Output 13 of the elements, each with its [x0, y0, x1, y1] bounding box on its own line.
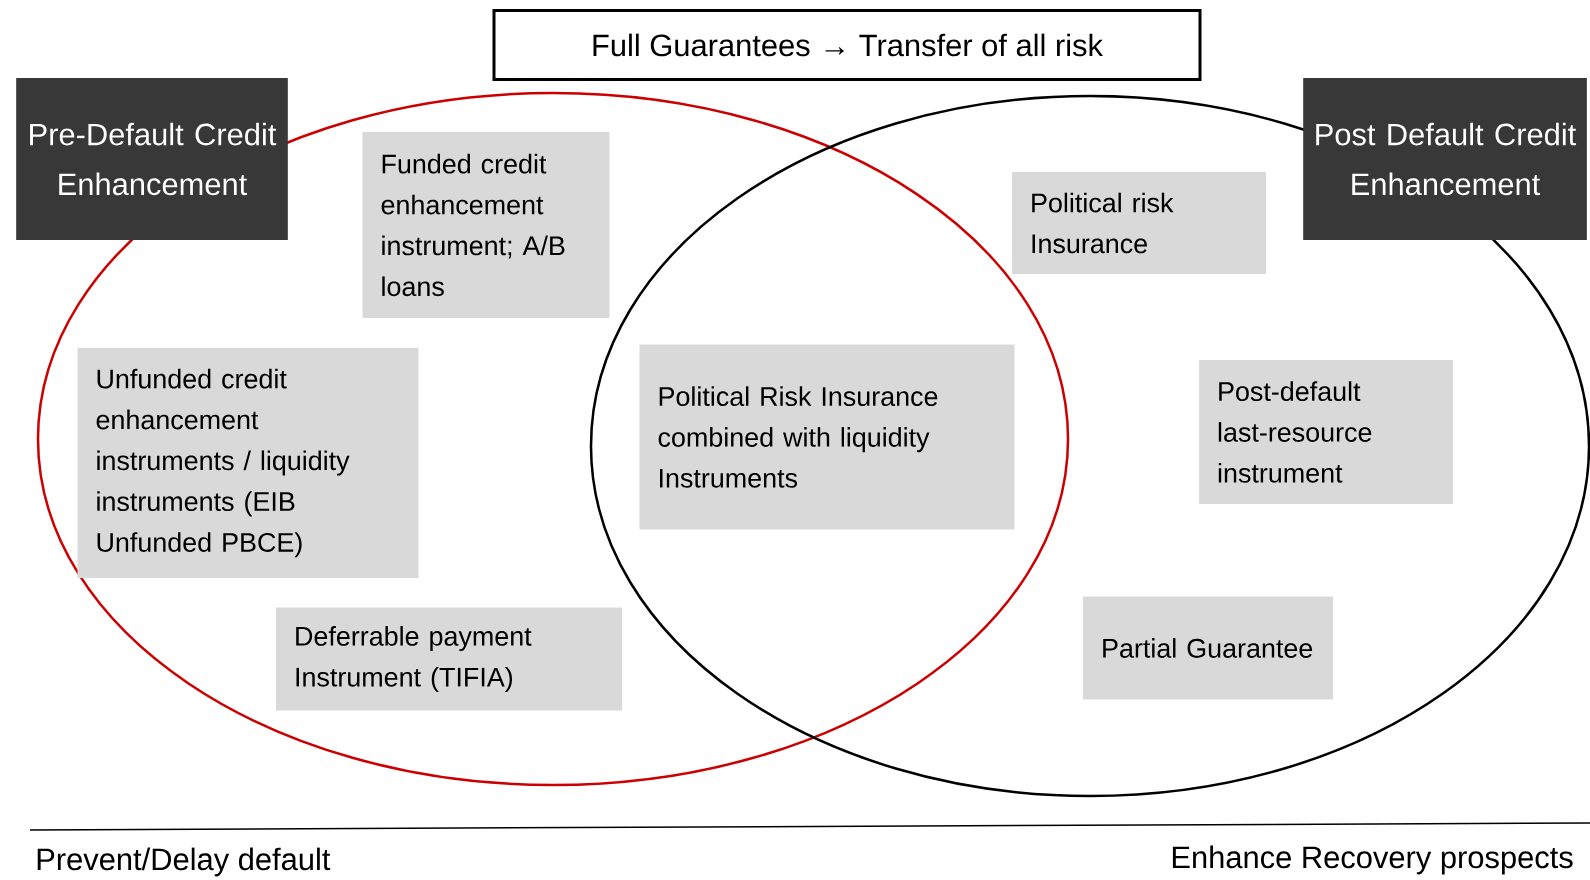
- header-box: Post Default Credit Enhancement: [1303, 78, 1587, 240]
- text-box: Partial Guarantee: [1083, 596, 1333, 700]
- text-box: Political Risk Insurance combined with liquidity Instruments: [639, 344, 1015, 530]
- text-box: Unfunded credit enhancement instruments / liquidity instruments (EIB Unfunded PBCE): [77, 348, 419, 578]
- venn-ellipse: [589, 94, 1590, 798]
- text-box: Deferrable payment Instrument (TIFIA): [276, 607, 622, 711]
- title-box: Full Guarantees → Transfer of all risk: [492, 9, 1202, 81]
- text-box: Funded credit enhancement instrument; A/B loans: [362, 132, 610, 318]
- header-box: Pre-Default Credit Enhancement: [16, 78, 288, 240]
- axis-label: Prevent/Delay default: [37, 847, 331, 877]
- text-box: Post-default last-resource instrument: [1199, 360, 1453, 504]
- axis-label: Enhance Recovery prospects: [1172, 845, 1573, 875]
- text-box: Political risk Insurance: [1012, 172, 1266, 274]
